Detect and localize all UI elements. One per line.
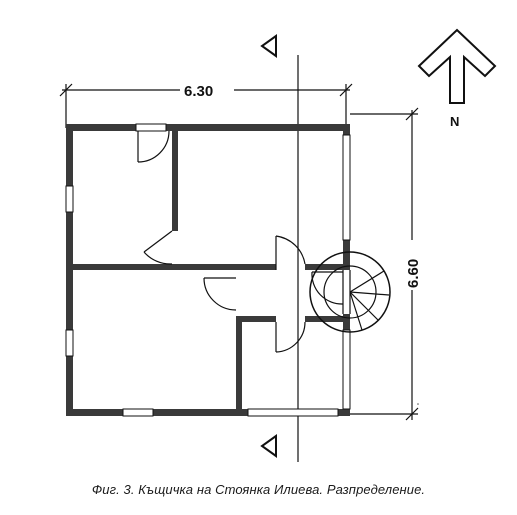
height-dimension-label: 6.60 (405, 259, 422, 288)
floor-plan: N 6.30 6.60 (59, 28, 497, 462)
width-dimension: 6.30 (59, 80, 353, 128)
height-dimension: 6.60 (350, 107, 423, 421)
inner-walls (73, 131, 343, 409)
windows (65, 123, 351, 417)
width-dimension-label: 6.30 (184, 83, 213, 100)
figure-caption: Фиг. 3. Къщичка на Стоянка Илиева. Разпр… (91, 482, 426, 497)
north-arrow-icon: N (417, 28, 497, 129)
section-marker-bottom-icon (260, 434, 277, 458)
north-label: N (450, 114, 459, 129)
speck (417, 403, 419, 405)
section-marker-top-icon (260, 34, 277, 58)
section-line (260, 34, 299, 462)
entrance-stairs (309, 251, 391, 333)
